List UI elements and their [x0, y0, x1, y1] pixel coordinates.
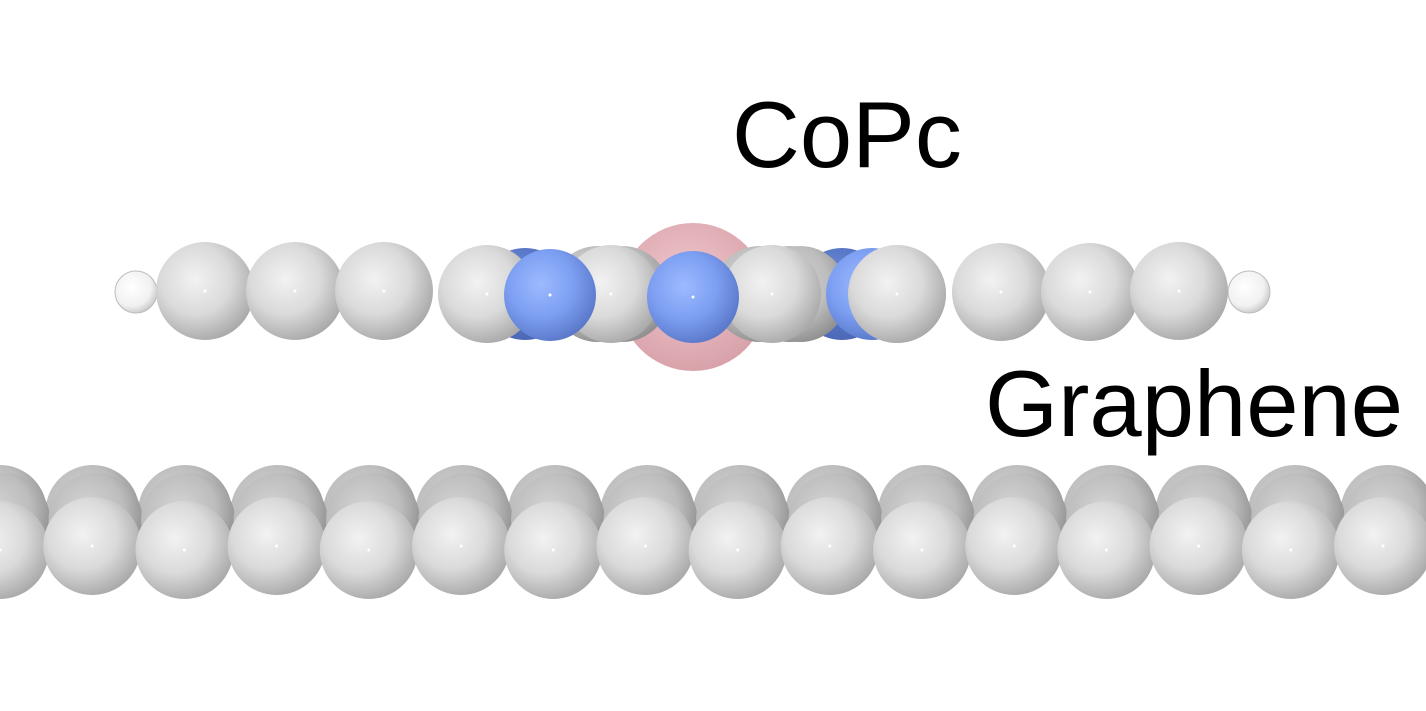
- atom-highlight: [182, 548, 186, 552]
- atom-highlight: [1381, 544, 1385, 548]
- atom-highlight: [548, 293, 552, 297]
- atom-highlight: [551, 548, 555, 552]
- atom-highlight: [382, 289, 386, 293]
- atom-highlight: [828, 544, 832, 548]
- atom-highlight: [459, 544, 463, 548]
- atom-highlight: [691, 295, 695, 299]
- atom-highlight: [1177, 289, 1181, 293]
- atom-highlight: [367, 548, 371, 552]
- graphene-carbon-atom: [1334, 497, 1426, 595]
- atom-highlight: [770, 292, 774, 296]
- atom-highlight: [485, 292, 489, 296]
- atom-highlight: [1012, 544, 1016, 548]
- atom-highlight: [920, 548, 924, 552]
- atom-highlight: [736, 548, 740, 552]
- atom-highlight: [895, 292, 899, 296]
- graphene-carbon-atom: [0, 501, 49, 599]
- atom-highlight: [609, 292, 613, 296]
- hydrogen-atom: [114, 270, 158, 314]
- atom-highlight: [1088, 290, 1092, 294]
- hydrogen-atom: [1227, 270, 1271, 314]
- atom-highlight: [1197, 544, 1201, 548]
- graphene-label: Graphene: [985, 351, 1404, 456]
- atom-highlight: [643, 544, 647, 548]
- atom-highlight: [90, 544, 94, 548]
- graphene-layer: [0, 465, 1426, 599]
- atom-highlight: [293, 289, 297, 293]
- atom-highlight: [0, 548, 2, 552]
- copc-molecule: [114, 223, 1271, 371]
- copc-label: CoPc: [732, 82, 962, 187]
- atom-highlight: [203, 289, 207, 293]
- atom-highlight: [999, 290, 1003, 294]
- atom-highlight: [275, 544, 279, 548]
- atom-highlight: [1289, 548, 1293, 552]
- atom-highlight: [1104, 548, 1108, 552]
